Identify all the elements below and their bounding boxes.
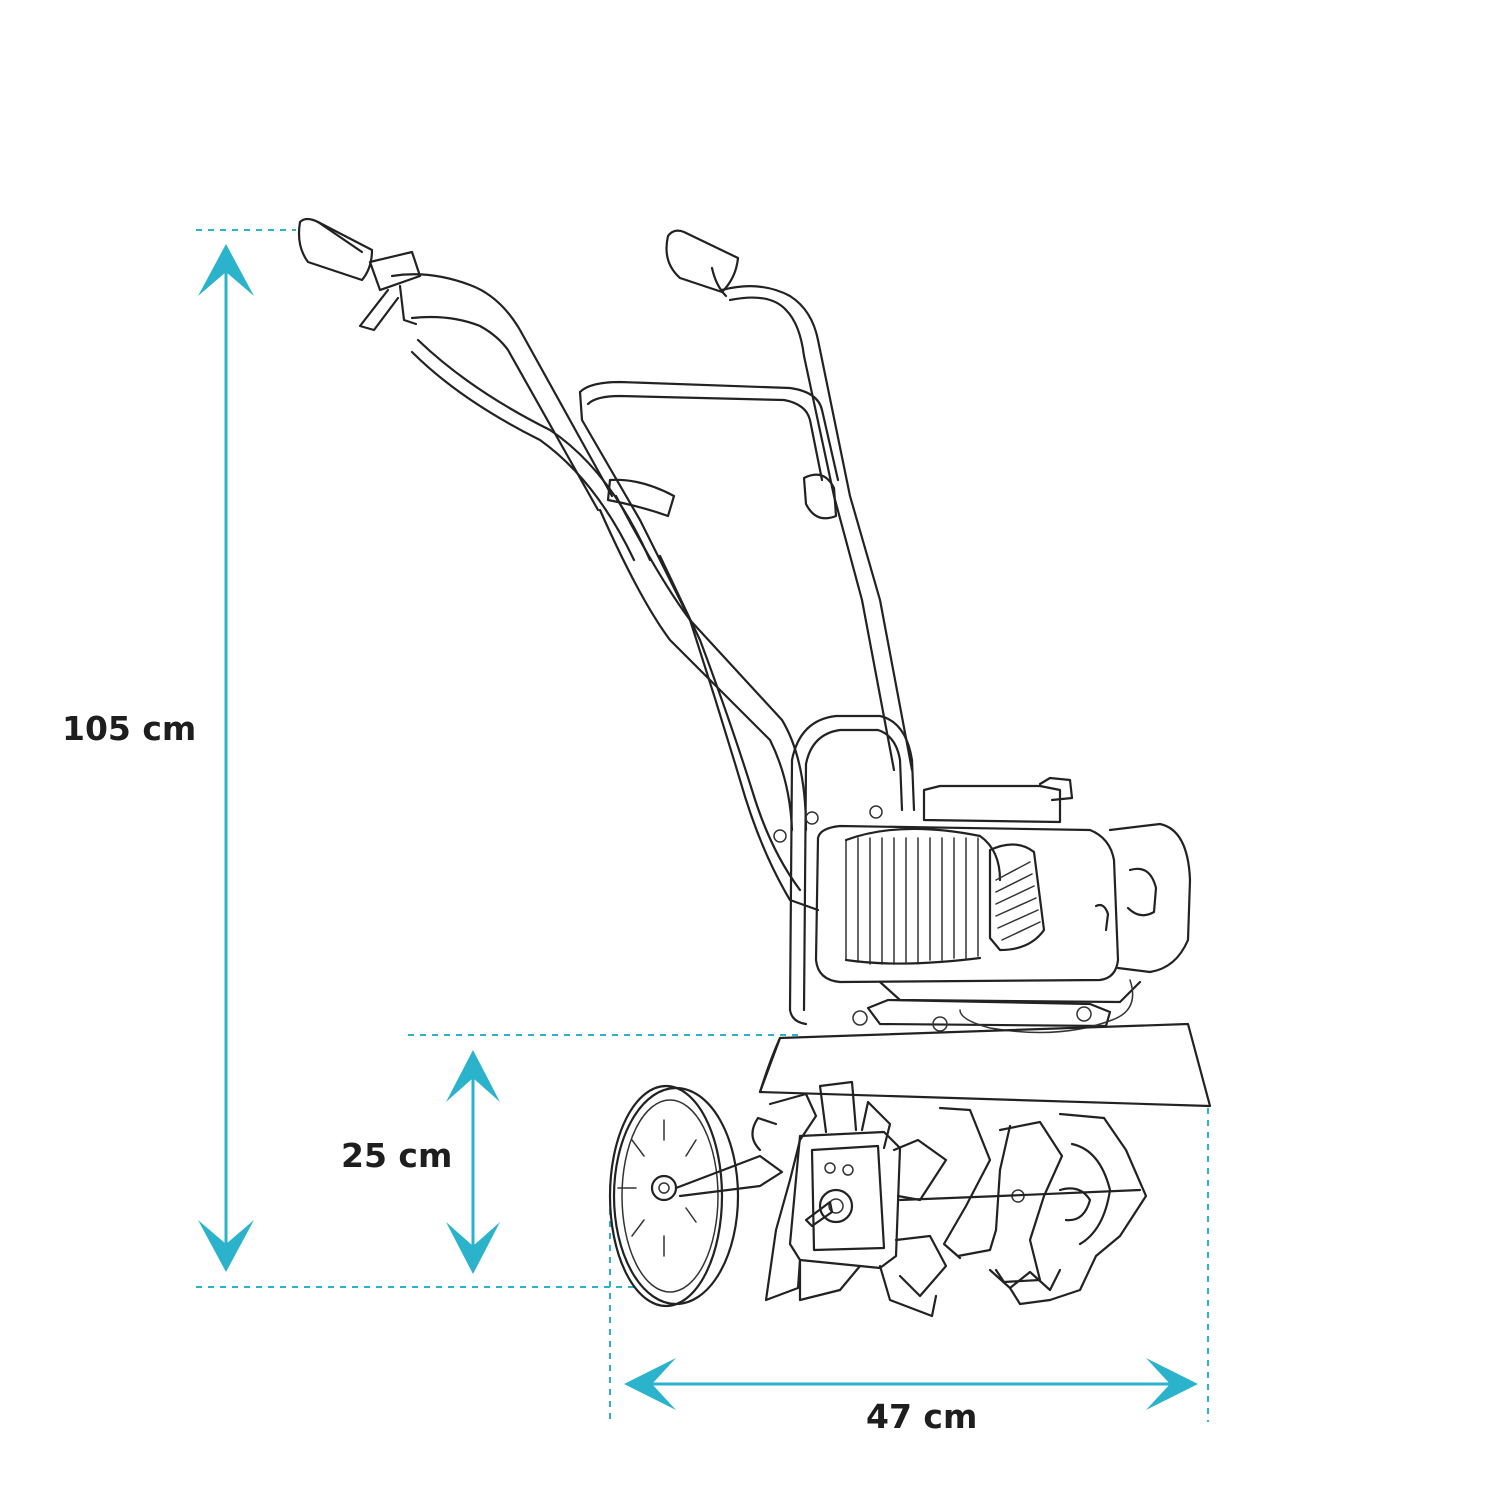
dimension-guides [196, 229, 1209, 1422]
tine-height-dimension-label: 25 cm [341, 1136, 453, 1175]
height-dimension-label: 105 cm [62, 709, 197, 748]
width-arrow [624, 1358, 1198, 1410]
tiller-line-drawing-icon [297, 217, 1212, 1318]
engine [814, 776, 1192, 1034]
tine-height-arrow [446, 1050, 500, 1274]
tiller-tines [751, 1080, 1148, 1318]
tine-shield [758, 1022, 1212, 1108]
frame [578, 380, 916, 1026]
transport-wheel [608, 1084, 784, 1308]
height-arrow [198, 244, 254, 1272]
handlebar [297, 217, 914, 772]
width-dimension-label: 47 cm [866, 1397, 978, 1436]
